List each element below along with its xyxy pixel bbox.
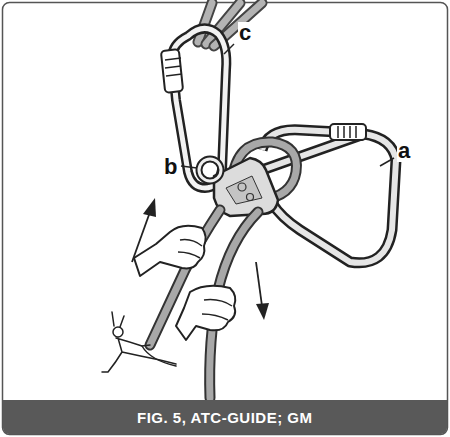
figure-caption: FIG. 5, ATC-GUIDE; GM [137,410,313,425]
callout-letter: a [397,140,411,162]
callout-letter: b [163,156,178,178]
belay-device [199,158,278,216]
carabiner-c [161,28,226,188]
callout-letter: c [238,22,252,44]
climber-figure [102,312,176,372]
direction-arrow [132,198,269,320]
hand [134,226,235,340]
figure-frame [3,3,448,435]
leader-line [181,44,394,168]
